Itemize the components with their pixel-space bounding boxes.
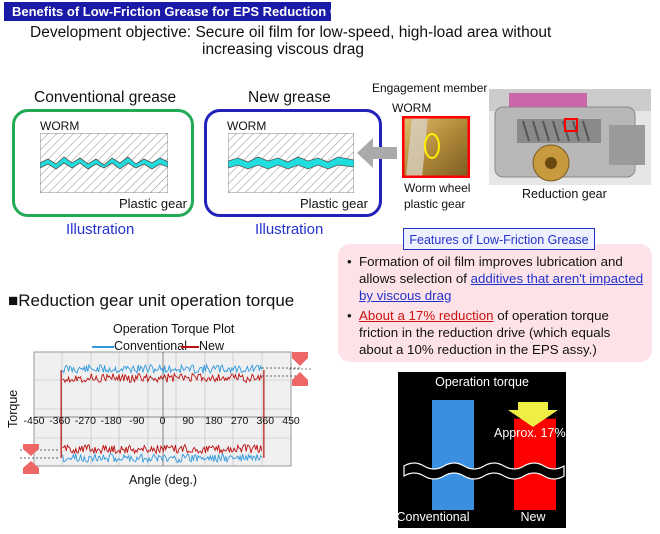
bullet-dot-1: • <box>347 254 352 269</box>
x-tick-label: -270 <box>75 415 96 427</box>
photo-worm-label: WORM <box>392 101 432 115</box>
new-grease-title: New grease <box>248 89 331 106</box>
x-tick-label: -180 <box>101 415 122 427</box>
section-square-icon: ■ <box>8 291 19 310</box>
objective-line2: increasing viscous drag <box>202 41 364 58</box>
new-trace-top <box>62 372 263 384</box>
additives-link[interactable]: additives that aren't impacted by viscou… <box>359 271 644 303</box>
x-tick-label: -360 <box>49 415 70 427</box>
feature-bullet-2-text: of operation torque friction in the redu… <box>359 308 611 357</box>
page-title: Benefits of Low-Friction Grease for EPS … <box>4 2 359 21</box>
torque-plot: -450 -360 -270 -180 -90 0 90 180 270 360 450 <box>20 351 300 467</box>
axis-break <box>403 462 565 480</box>
x-tick-label: -90 <box>129 415 144 427</box>
torque-plot-title: Operation Torque Plot <box>113 322 235 336</box>
torque-plot-legend: Conventional New <box>92 339 224 353</box>
x-tick-label: -450 <box>23 415 44 427</box>
section-heading-text: Reduction gear unit operation torque <box>18 291 295 310</box>
legend-swatch-new <box>180 345 199 348</box>
objective-line1: Secure oil film for low-speed, high-load… <box>195 24 552 41</box>
feature-bullet-1: Formation of oil film improves lubricati… <box>359 253 647 304</box>
bar-conventional <box>432 400 474 510</box>
down-arrow-icon <box>508 402 558 427</box>
engagement-member-label: Engagement member <box>372 81 488 95</box>
reduction-gear-photo <box>489 89 651 185</box>
torque-y-label: Torque <box>6 389 20 428</box>
upper-converge-arrows-icon <box>289 352 311 386</box>
legend-swatch-conventional <box>92 345 114 348</box>
new-trace-bottom <box>62 443 263 455</box>
lower-converge-arrows-icon <box>23 444 39 474</box>
legend-label-conventional: Conventional <box>114 339 187 353</box>
bar-chart-svg <box>403 400 565 510</box>
new-worm-label: WORM <box>227 119 267 133</box>
chart-title: Operation torque <box>435 375 529 389</box>
x-tick-label: 450 <box>282 415 300 427</box>
reduction-gear-label: Reduction gear <box>522 187 607 201</box>
conventional-illustration-caption: Illustration <box>66 221 135 238</box>
engagement-member-photo <box>402 116 470 178</box>
torque-x-label: Angle (deg.) <box>129 473 198 487</box>
x-tick-label: 0 <box>160 415 166 427</box>
conventional-trace-top <box>62 362 263 375</box>
conventional-worm-label: WORM <box>40 119 80 133</box>
reduction-annotation: Approx. 17% <box>494 426 566 440</box>
development-objective: Development objective: Secure oil film f… <box>30 24 630 58</box>
bar-label-conventional: Conventional <box>396 510 470 524</box>
conventional-grease-title: Conventional grease <box>34 89 177 106</box>
conventional-trace-bottom <box>62 452 263 464</box>
new-gear-mesh-illustration <box>228 133 354 193</box>
bullet-dot-2: • <box>347 308 352 323</box>
x-tick-label: 270 <box>231 415 249 427</box>
torque-section-heading: ■Reduction gear unit operation torque <box>8 291 294 311</box>
objective-label: Development objective: <box>30 24 192 41</box>
worm-wheel-label-line2: plastic gear <box>404 197 466 211</box>
worm-wheel-label-line1: Worm wheel <box>404 181 471 195</box>
new-plastic-gear-label: Plastic gear <box>300 196 368 211</box>
feature-bullet-2: About a 17% reduction of operation torqu… <box>359 307 647 358</box>
new-illustration-caption: Illustration <box>255 221 324 238</box>
legend-label-new: New <box>198 339 224 353</box>
left-arrow-icon <box>357 138 397 168</box>
feature-bullet-1-text: Formation of oil film improves lubricati… <box>359 254 623 286</box>
reduction-link[interactable]: About a 17% reduction <box>359 308 494 323</box>
x-tick-label: 180 <box>205 415 223 427</box>
x-tick-label: 90 <box>182 415 194 427</box>
features-box <box>338 244 652 362</box>
features-title: Features of Low-Friction Grease <box>403 228 595 250</box>
conventional-gear-mesh-illustration <box>40 133 168 193</box>
x-tick-label: 360 <box>257 415 275 427</box>
bar-label-new: New <box>520 510 546 524</box>
conventional-plastic-gear-label: Plastic gear <box>119 196 187 211</box>
